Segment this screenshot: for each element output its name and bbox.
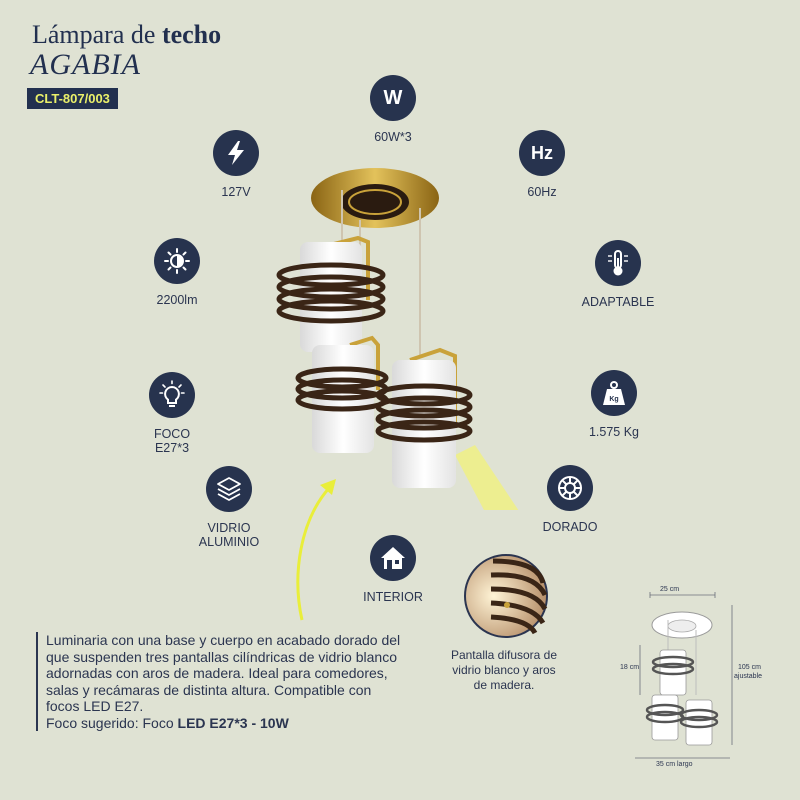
svg-text:Kg: Kg [609, 396, 618, 403]
thermometer-icon [595, 240, 641, 286]
brightness-icon [154, 238, 200, 284]
feature-lumens: 2200lm [117, 238, 237, 307]
dim-length: 35 cm largo [656, 761, 693, 768]
arrow-icon [296, 479, 336, 621]
lamp-illustration [276, 168, 519, 510]
feature-watts: W 60W*3 [333, 75, 453, 144]
shade-detail-image [464, 554, 548, 638]
page-title: Lámpara de techo [32, 20, 222, 49]
lamp-shade-1 [276, 235, 386, 352]
feature-finish: DORADO [510, 465, 630, 534]
lamp-shade-3 [375, 347, 473, 488]
product-code: CLT-807/003 [27, 88, 118, 109]
feature-temperature: ADAPTABLE [558, 240, 678, 309]
feature-usage: INTERIOR [333, 535, 453, 604]
model-name: AGABIA [30, 48, 141, 81]
weight-icon: Kg [591, 370, 637, 416]
hertz-icon: Hz [519, 130, 565, 176]
house-icon [370, 535, 416, 581]
light-beam [455, 445, 519, 510]
feature-frequency: Hz 60Hz [482, 130, 602, 199]
lamp-shade-2 [295, 335, 389, 453]
feature-weight: Kg 1.575 Kg [554, 370, 674, 439]
dimension-diagram: 25 cm 18 cm 105 cm ajustable 35 cm largo [620, 580, 795, 780]
bulb-icon [149, 372, 195, 418]
dim-height-note: ajustable [734, 673, 763, 680]
dim-height: 105 cm [738, 664, 761, 671]
lightning-icon [213, 130, 259, 176]
watt-icon: W [370, 75, 416, 121]
layers-icon [206, 466, 252, 512]
feature-voltage: 127V [176, 130, 296, 199]
dim-segment: 18 cm [620, 664, 640, 671]
finish-icon [547, 465, 593, 511]
dim-width: 25 cm [660, 586, 680, 593]
detail-caption: Pantalla difusora de vidrio blanco y aro… [450, 648, 558, 692]
suggested-bulb: Foco sugerido: Foco LED E27*3 - 10W [46, 714, 289, 731]
product-description: Luminaria con una base y cuerpo en acaba… [36, 632, 406, 731]
